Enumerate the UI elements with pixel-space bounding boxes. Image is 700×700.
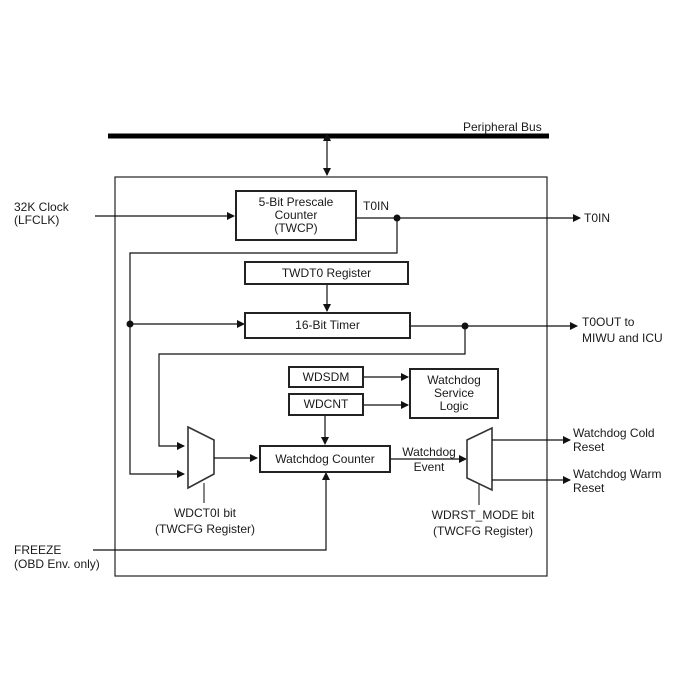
t0in-feedback-line — [129, 218, 398, 478]
freeze-line — [93, 472, 330, 551]
timer-16bit-block: 16-Bit Timer — [244, 312, 411, 339]
t0in-internal-label: T0IN — [363, 199, 390, 213]
t0out-label: T0OUT to MIWU and ICU — [582, 314, 663, 346]
cold-reset-label: Watchdog Cold Reset — [573, 426, 655, 454]
wdrst-line2: (TWCFG Register) — [433, 524, 533, 538]
wdsdm-block: WDSDM — [288, 366, 364, 388]
service-logic-line2: Service — [433, 386, 474, 400]
wdcnt-block: WDCNT — [288, 393, 364, 416]
wdct0i-line1: WDCT0I bit — [173, 506, 236, 520]
wdrst-line1: WDRST_MODE bit — [431, 508, 535, 522]
freeze-line1: FREEZE — [14, 543, 62, 557]
warm-reset-line2: Reset — [573, 481, 605, 495]
prescale-line1: 5-Bit Prescale — [258, 195, 334, 209]
watchdog-counter-block: Watchdog Counter — [259, 445, 391, 473]
wdct0i-line2: (TWCFG Register) — [155, 522, 255, 536]
mux-wdrst-mode — [466, 426, 493, 492]
warm-reset-label: Watchdog Warm Reset — [573, 467, 661, 495]
t0out-feedback-line — [158, 326, 466, 450]
clock-input-label: 32K Clock (LFCLK) — [14, 201, 69, 227]
twdt0-register-block: TWDT0 Register — [244, 261, 409, 285]
freeze-line2: (OBD Env. only) — [14, 557, 100, 571]
freeze-input-label: FREEZE (OBD Env. only) — [14, 543, 100, 571]
clock-input-line1: 32K Clock — [14, 200, 69, 214]
watchdog-event-label: Watchdog Event — [392, 445, 466, 475]
wdrst-mux-label: WDRST_MODE bit (TWCFG Register) — [418, 507, 548, 539]
prescale-line2: Counter — [274, 208, 318, 222]
prescale-counter-block: 5-Bit Prescale Counter (TWCP) — [235, 190, 357, 241]
t0out-line1: T0OUT to — [582, 315, 635, 329]
peripheral-bus-label: Peripheral Bus — [463, 120, 542, 134]
watchdog-event-line2: Event — [413, 460, 445, 474]
warm-reset-line1: Watchdog Warm — [573, 467, 662, 481]
watchdog-service-logic-block: Watchdog Service Logic — [409, 368, 499, 419]
cold-reset-line1: Watchdog Cold — [573, 426, 655, 440]
t0in-output-label: T0IN — [584, 211, 611, 225]
service-logic-line1: Watchdog — [427, 373, 481, 387]
cold-reset-line2: Reset — [573, 440, 605, 454]
watchdog-event-line1: Watchdog — [402, 445, 456, 459]
clock-input-line2: (LFCLK) — [14, 213, 60, 227]
module-boundary — [114, 176, 548, 577]
t0out-line2: MIWU and ICU — [582, 331, 663, 345]
wdct0i-mux-label: WDCT0I bit (TWCFG Register) — [140, 505, 270, 537]
service-logic-line3: Logic — [439, 399, 469, 413]
prescale-line3: (TWCP) — [274, 221, 318, 235]
mux-wdct0i — [187, 425, 215, 490]
